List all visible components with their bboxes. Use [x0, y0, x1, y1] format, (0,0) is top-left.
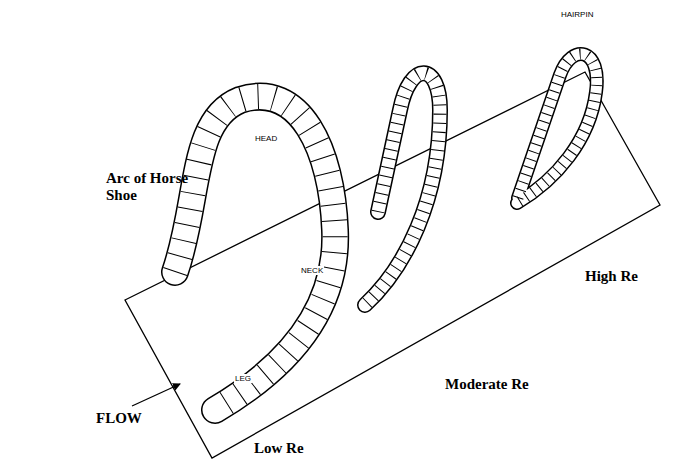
high-re-label: High Re [585, 268, 638, 285]
leg-label: LEG [234, 374, 252, 383]
arc-label: Arc of Horse Shoe [106, 170, 211, 205]
flow-arrow [132, 384, 180, 406]
head-label: HEAD [254, 134, 278, 143]
moderate-re-label: Moderate Re [445, 376, 529, 393]
horseshoe-vortex-moderate-re [365, 73, 440, 305]
neck-label: NECK [300, 266, 324, 275]
hairpin-vortex-high-re [517, 54, 597, 203]
horseshoe-vortex-low-re [175, 97, 335, 410]
low-re-label: Low Re [254, 440, 304, 457]
flow-label: FLOW [96, 410, 142, 427]
hairpin-label: HAIRPIN [560, 10, 594, 19]
